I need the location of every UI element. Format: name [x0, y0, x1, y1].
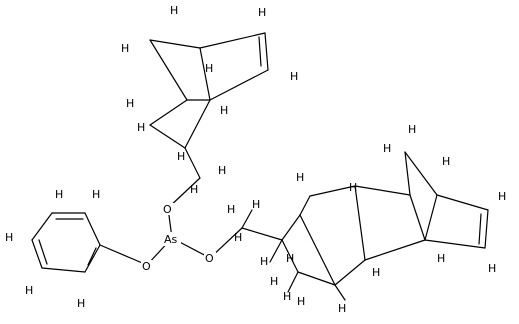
hydrogen: H: [296, 171, 304, 184]
arsenic-atom: As: [164, 233, 178, 246]
hydrogen: H: [437, 252, 445, 265]
hydrogen: H: [92, 188, 100, 201]
hydrogen: H: [498, 190, 506, 203]
hydrogen: H: [270, 275, 278, 288]
hydrogen: H: [227, 203, 235, 216]
hydrogen: H: [205, 62, 213, 75]
hydrogen: H: [190, 183, 198, 196]
hydrogen: H: [338, 302, 346, 315]
hydrogen: H: [372, 266, 380, 279]
hydrogen: H: [260, 255, 268, 268]
hydrogen: H: [121, 42, 129, 55]
hydrogen: H: [290, 70, 298, 83]
hydrogen: H: [220, 104, 228, 117]
hydrogen: H: [442, 155, 450, 168]
hydrogen: H: [170, 4, 178, 17]
hydrogen: H: [258, 6, 266, 19]
hydrogen: H: [252, 198, 260, 211]
hydrogen: H: [77, 297, 85, 310]
hydrogen: H: [137, 121, 145, 134]
hydrogen: H: [234, 231, 242, 244]
hydrogen: H: [488, 262, 496, 275]
hydrogen: H: [383, 142, 391, 155]
hydrogen: H: [25, 284, 33, 297]
oxygen-left: O: [142, 260, 151, 273]
hydrogen: H: [218, 164, 226, 177]
hydrogen: H: [408, 123, 416, 136]
hydrogen: H: [283, 290, 291, 303]
hydrogen: H: [126, 97, 134, 110]
hydrogen-labels: H H H H H H H H H H H H H H H H H H H H …: [5, 4, 506, 315]
hydrogen: H: [286, 252, 294, 265]
hydrogen: H: [177, 150, 185, 163]
bonds-phenoxy: [31, 212, 173, 273]
hydrogen: H: [297, 295, 305, 308]
heteroatoms: O O O As: [141, 203, 216, 273]
hydrogen: H: [55, 188, 63, 201]
oxygen-top: O: [163, 203, 172, 216]
oxygen-right: O: [205, 252, 214, 265]
hydrogen: H: [5, 231, 13, 244]
hydrogen: H: [349, 181, 357, 194]
